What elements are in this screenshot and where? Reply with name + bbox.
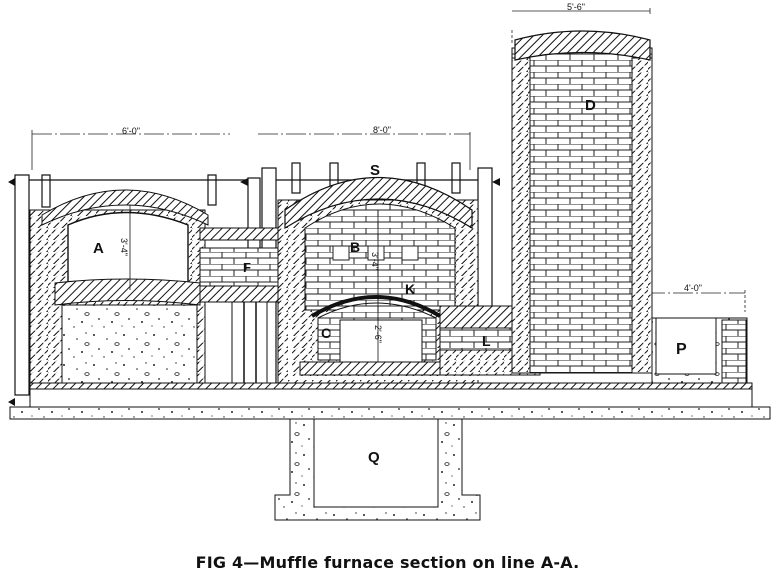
- dimension-chamber-a-height: 3'-4": [119, 238, 129, 256]
- figure-caption: FIG 4—Muffle furnace section on line A-A…: [195, 553, 580, 572]
- chamber-a-structure: [29, 189, 209, 386]
- furnace-section-diagram: 6'-0" 8'-0" 5'-6" 4'-0" A 3'-4": [8, 2, 771, 521]
- foundation-q: [274, 418, 481, 521]
- base-slab: [9, 382, 771, 420]
- dimension-chamber-b-height: 3'-4": [370, 252, 380, 270]
- chamber-p: [651, 317, 748, 394]
- dimension-flue-width: 4'-0": [684, 283, 702, 293]
- label-s: S: [370, 162, 380, 179]
- label-c: C: [321, 325, 331, 341]
- label-a: A: [93, 240, 104, 257]
- label-k: K: [405, 281, 415, 297]
- dimension-left-width: 6'-0": [122, 126, 140, 136]
- label-p: P: [676, 341, 687, 358]
- label-f: F: [243, 260, 251, 275]
- dimension-stack-width: 5'-6": [567, 2, 585, 12]
- dimension-chamber-c-height: 2'-6": [373, 325, 383, 343]
- label-l: L: [482, 333, 491, 349]
- label-b: B: [350, 239, 360, 255]
- label-q: Q: [368, 449, 380, 466]
- dimension-center-width: 8'-0": [373, 125, 391, 135]
- stack-d: [511, 30, 653, 374]
- label-d: D: [585, 97, 596, 114]
- tie-rod-nuts: [8, 178, 500, 406]
- dimension-lines: [31, 8, 746, 312]
